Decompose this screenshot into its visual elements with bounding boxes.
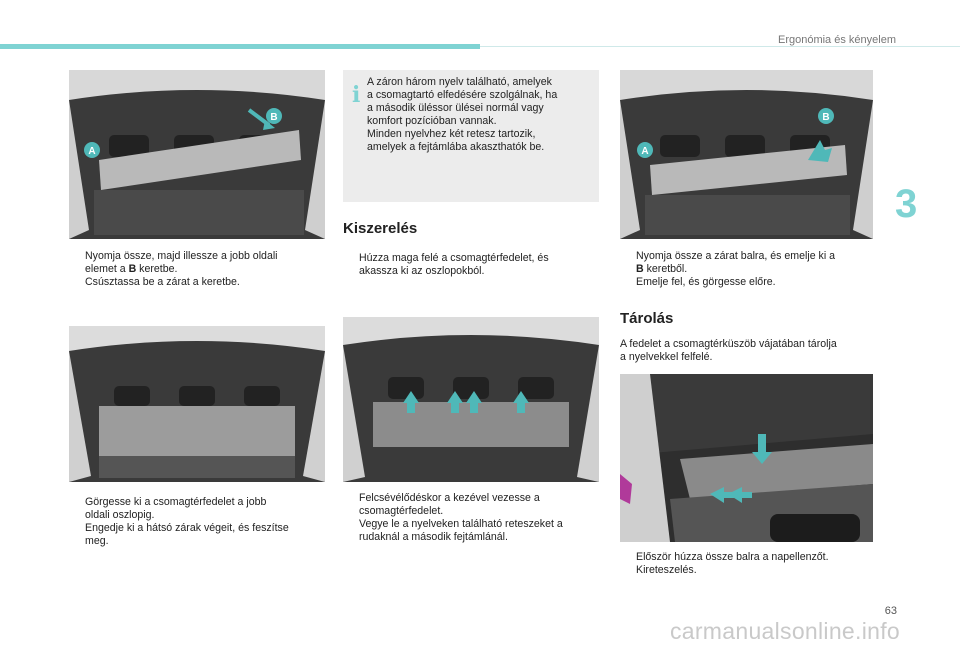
info-text: A záron három nyelv található, amelyek a… (367, 76, 558, 153)
header-accent-bar (0, 44, 480, 49)
svg-text:B: B (822, 112, 829, 123)
page-number: 63 (884, 605, 897, 617)
info-icon: i (352, 82, 361, 108)
list-item: Nyomja össze a zárat balra, és emelje ki… (636, 250, 836, 275)
col1-top-steps: Nyomja össze, majd illessze a jobb oldal… (69, 250, 325, 289)
photo-removal (343, 317, 599, 482)
tarolas-text: A fedelet a csomagtérküszöb vájatában tá… (620, 338, 837, 363)
heading-kiszereles: Kiszerelés (343, 220, 418, 237)
photo-install-step1: A B (69, 70, 325, 239)
chapter-number: 3 (895, 182, 918, 226)
col3-top-steps: Nyomja össze a zárat balra, és emelje ki… (620, 250, 876, 289)
list-item: Kireteszelés. (636, 564, 697, 576)
list-item: Nyomja össze, majd illessze a jobb oldal… (85, 250, 278, 275)
heading-tarolas: Tárolás (620, 310, 674, 327)
label-b: B (270, 112, 277, 123)
list-item: Engedje ki a hátsó zárak végeit, és fesz… (85, 522, 289, 547)
list-item: Csúsztassa be a zárat a keretbe. (85, 276, 240, 288)
svg-text:A: A (641, 146, 648, 157)
list-item: Vegye le a nyelveken található reteszeke… (359, 518, 563, 543)
header-rule (480, 46, 960, 47)
photo-storage (620, 374, 873, 542)
section-title: Ergonómia és kényelem (777, 34, 896, 46)
info-box: i A záron három nyelv található, amelyek… (343, 70, 599, 202)
watermark: carmanualsonline.info (669, 618, 900, 644)
photo-rollout (69, 326, 325, 482)
list-item: Emelje fel, és görgesse előre. (636, 276, 776, 288)
label-a: A (88, 146, 95, 157)
col3-bottom-steps: Először húzza össze balra a napellenzőt.… (620, 551, 876, 577)
photo-install-step2: A B (620, 70, 873, 239)
list-item: Először húzza össze balra a napellenzőt. (636, 551, 829, 563)
